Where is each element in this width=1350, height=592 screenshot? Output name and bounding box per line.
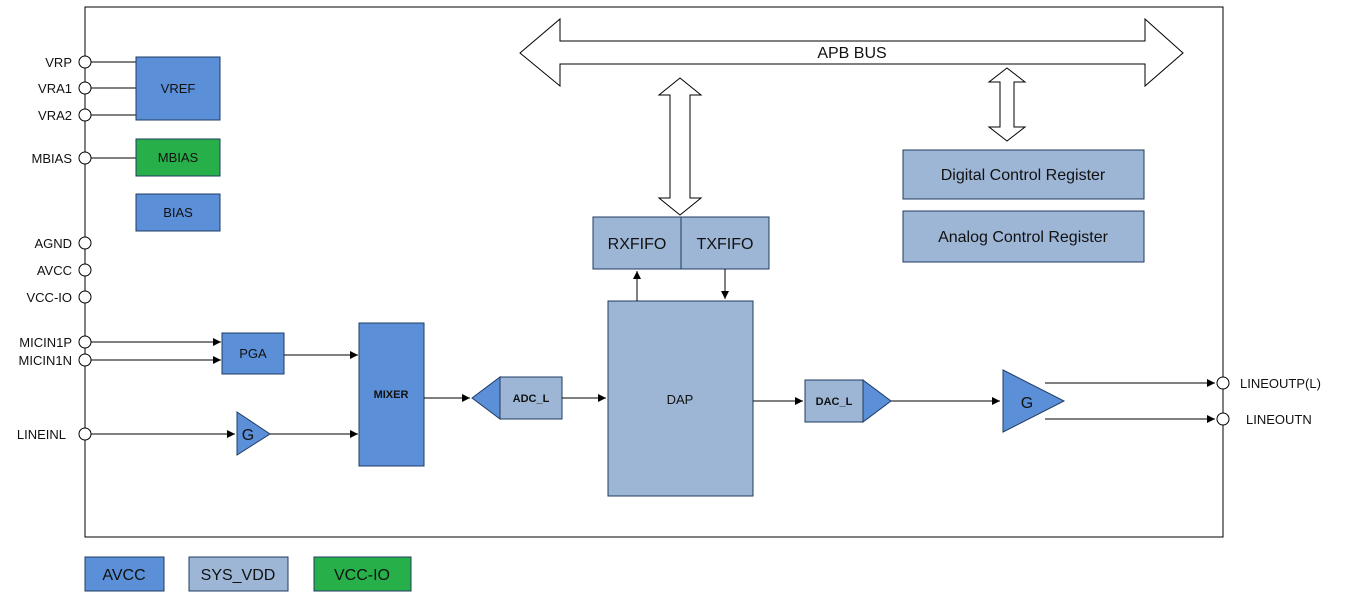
left-pins: VRP VRA1 VRA2 MBIAS AGND AVCC VCC-IO MIC… xyxy=(17,55,92,442)
vref-block xyxy=(135,56,221,121)
legend-sys-vdd-label: SYS_VDD xyxy=(201,567,276,584)
pin-vra1-label: VRA1 xyxy=(38,81,72,96)
dac-label: DAC_L xyxy=(816,396,853,408)
pin-micin1n xyxy=(78,353,92,367)
vref-label: VREF xyxy=(161,81,196,96)
digital-control-label: Digital Control Register xyxy=(941,167,1106,184)
analog-control-register xyxy=(902,210,1145,263)
pga-block xyxy=(221,332,285,375)
pin-lineoutp-label: LINEOUTP(L) xyxy=(1240,376,1321,391)
pin-agnd-label: AGND xyxy=(34,236,72,251)
legend-avcc-swatch xyxy=(84,556,165,592)
rxfifo-label: RXFIFO xyxy=(608,236,667,253)
mbias-block-label: MBIAS xyxy=(158,150,199,165)
output-gain-label: G xyxy=(1021,395,1033,412)
input-gain-label: G xyxy=(242,427,254,444)
pin-avcc-label: AVCC xyxy=(37,263,72,278)
dac-block xyxy=(804,379,864,423)
output-gain-amp xyxy=(1002,369,1066,433)
pin-lineoutp xyxy=(1216,376,1230,390)
pin-vcc-io-label: VCC-IO xyxy=(27,290,73,305)
pin-vra2 xyxy=(78,108,92,122)
adc-block xyxy=(499,376,563,420)
adc-label: ADC_L xyxy=(513,393,550,405)
pin-lineinl-label: LINEINL xyxy=(17,427,66,442)
legend-sys-vdd-swatch xyxy=(188,556,289,592)
apb-bus: APB BUS xyxy=(519,17,1184,88)
adc-triangle xyxy=(471,376,501,420)
pin-micin1n-label: MICIN1N xyxy=(19,353,72,368)
dac-triangle xyxy=(862,379,892,423)
legend-vcc-io-label: VCC-IO xyxy=(334,567,390,584)
txfifo-block xyxy=(680,216,770,270)
mbias-block xyxy=(135,138,221,177)
pga-label: PGA xyxy=(239,346,267,361)
pin-lineoutn-label: LINEOUTN xyxy=(1246,412,1312,427)
pin-lineinl xyxy=(78,427,92,441)
pin-vcc-io xyxy=(78,290,92,304)
right-pins: LINEOUTP(L) LINEOUTN xyxy=(1216,376,1321,427)
mixer-label: MIXER xyxy=(374,389,409,401)
legend-avcc-label: AVCC xyxy=(102,567,145,584)
pin-vrp xyxy=(78,55,92,69)
pin-vra1 xyxy=(78,81,92,95)
apb-bus-label: APB BUS xyxy=(817,45,886,62)
pin-lineoutn xyxy=(1216,412,1230,426)
analog-control-label: Analog Control Register xyxy=(938,229,1109,246)
pin-micin1p-label: MICIN1P xyxy=(19,335,72,350)
fifo-bus-arrow xyxy=(657,77,703,216)
pin-vrp-label: VRP xyxy=(45,55,72,70)
pin-micin1p xyxy=(78,335,92,349)
digital-control-register xyxy=(902,149,1145,200)
bias-label: BIAS xyxy=(163,205,193,220)
bias-block xyxy=(135,193,221,232)
dap-block xyxy=(607,300,754,497)
pin-mbias xyxy=(78,151,92,165)
register-bus-arrow xyxy=(987,67,1027,142)
input-gain-amp xyxy=(236,411,271,456)
mixer-block xyxy=(358,322,425,467)
pin-mbias-label: MBIAS xyxy=(32,151,73,166)
legend-vcc-io-swatch xyxy=(313,556,412,592)
dap-label: DAP xyxy=(667,392,694,407)
txfifo-label: TXFIFO xyxy=(697,236,754,253)
pin-vra2-label: VRA2 xyxy=(38,108,72,123)
pin-agnd xyxy=(78,236,92,250)
legend: AVCC SYS_VDD VCC-IO xyxy=(84,556,412,592)
pin-avcc xyxy=(78,263,92,277)
